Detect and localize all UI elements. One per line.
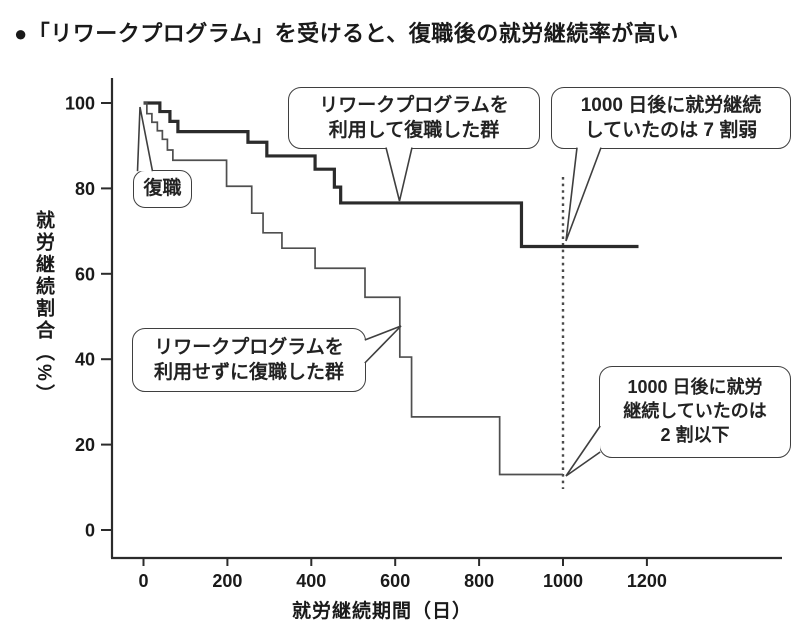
y-axis-title: 就労継続割合（%） — [33, 210, 54, 406]
callout-return-to-work-text: 復職 — [143, 178, 182, 200]
y-tick-label: 60 — [75, 264, 95, 284]
callout-program-result: 1000 日後に就労継続 していたのは 7 割弱 — [551, 87, 791, 149]
callout-program-group: リワークプログラムを 利用して復職した群 — [288, 87, 540, 149]
x-tick-label: 400 — [296, 571, 326, 591]
callout-no-program-result-line1: 1000 日後に就労 — [627, 377, 763, 398]
x-tick-label: 800 — [464, 571, 494, 591]
callout-program-result-line2: していたのは 7 割弱 — [584, 120, 758, 141]
figure-title: ●「リワークプログラム」を受けると、復職後の就労継続率が高い — [14, 21, 679, 46]
y-tick-label: 20 — [75, 435, 95, 455]
y-tick-label: 40 — [75, 350, 95, 370]
y-tick-label: 100 — [65, 94, 95, 114]
callout-program-group-line2: 利用して復職した群 — [328, 120, 500, 141]
callout-no-program-group: リワークプログラムを 利用せずに復職した群 — [132, 328, 366, 392]
x-tick-label: 600 — [380, 571, 410, 591]
x-tick-label: 1000 — [543, 571, 583, 591]
survival-curve-no-program-group — [143, 102, 563, 476]
y-tick-label: 80 — [75, 179, 95, 199]
callout-program-group-line1: リワークプログラムを — [319, 94, 509, 116]
callout-no-program-group-line2: 利用せずに復職した群 — [153, 362, 344, 383]
x-tick-label: 0 — [138, 571, 148, 591]
callout-no-program-result-line2: 継続していたのは — [623, 401, 767, 422]
callout-no-program-result-line3: 2 割以下 — [660, 424, 730, 445]
callout-program-result-line1: 1000 日後に就労継続 — [580, 94, 762, 116]
x-tick-label: 1200 — [627, 571, 667, 591]
x-axis-title: 就労継続期間（日） — [291, 601, 472, 622]
x-tick-label: 200 — [212, 571, 242, 591]
callout-no-program-group-line1: リワークプログラムを — [154, 336, 344, 358]
y-tick-label: 0 — [85, 521, 95, 541]
callout-return-to-work: 復職 — [133, 170, 192, 208]
survival-curve-program-group — [143, 101, 639, 249]
callout-no-program-result: 1000 日後に就労 継続していたのは 2 割以下 — [599, 366, 791, 458]
